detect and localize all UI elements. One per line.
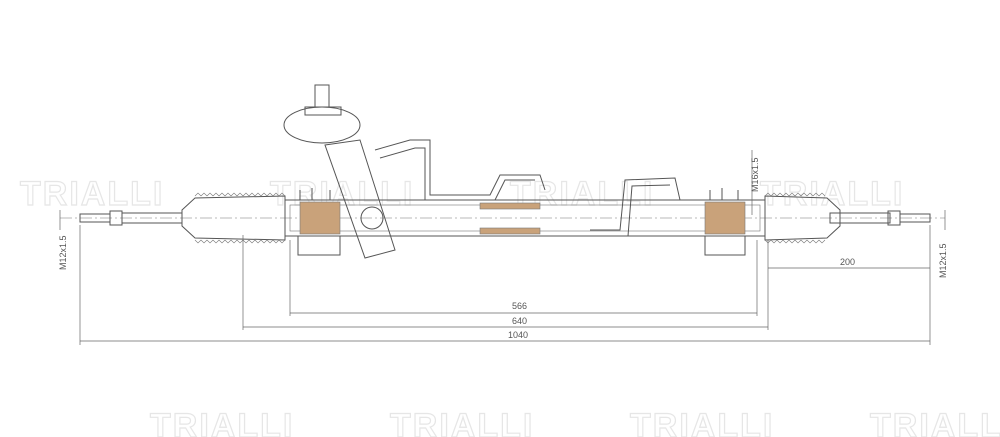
thread-left-label: M12x1.5: [58, 235, 68, 270]
dimension-640: 640: [512, 316, 527, 326]
watermark: TRIALLI: [870, 407, 1000, 437]
watermarks: TRIALLI TRIALLI TRIALLI TRIALLI TRIALLI …: [19, 174, 1000, 437]
dimension-200: 200: [840, 257, 855, 267]
thread-right-label: M12x1.5: [938, 243, 948, 278]
watermark: TRIALLI: [630, 407, 774, 437]
rack-assembly: [60, 84, 945, 259]
dimension-566: 566: [512, 301, 527, 311]
watermark: TRIALLI: [20, 175, 164, 213]
watermark: TRIALLI: [150, 407, 294, 437]
watermark: TRIALLI: [270, 175, 414, 213]
dimension-lines: 566 640 1040 200 M12x1.5 M12x1.5 M16x1.5: [58, 150, 948, 345]
dimension-1040: 1040: [508, 330, 528, 340]
watermark: TRIALLI: [390, 407, 534, 437]
watermark: TRIALLI: [760, 175, 904, 213]
thread-port-label: M16x1.5: [750, 157, 760, 192]
